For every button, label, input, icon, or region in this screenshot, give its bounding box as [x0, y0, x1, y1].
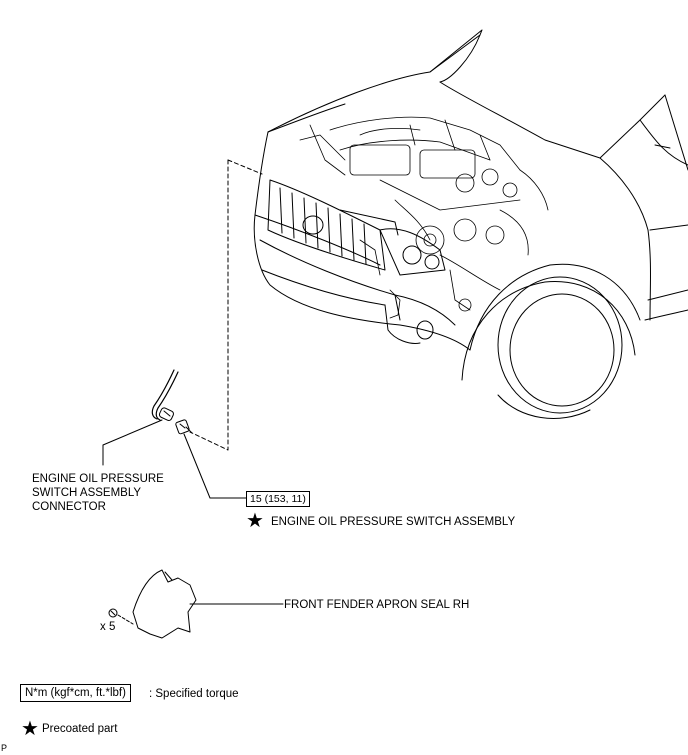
headlight-illustration: [379, 228, 446, 276]
switch-illustration: [175, 419, 193, 435]
vehicle-body-outline: [253, 94, 688, 351]
legend-star-icon: ★: [21, 718, 39, 740]
dashed-reference-line: [189, 159, 229, 451]
apron-seal-illustration: [132, 569, 197, 639]
connector-illustration: [151, 369, 179, 422]
grille-illustration: [267, 179, 399, 271]
wheel-illustration: [461, 263, 641, 419]
bumper-illustration: [259, 239, 456, 344]
connector-label-line1: ENGINE OIL PRESSURE: [32, 473, 164, 485]
connector-label-line2: SWITCH ASSEMBLY: [32, 487, 142, 499]
torque-unit-legend: N*m (kgf*cm, ft.*lbf): [20, 684, 131, 702]
apron-seal-label: FRONT FENDER APRON SEAL RH: [284, 599, 470, 611]
engine-illustration: [299, 116, 549, 319]
precoated-star-icon: ★: [246, 510, 264, 532]
connector-leader-line: [102, 419, 163, 466]
hood-illustration: [267, 29, 601, 159]
precoated-legend-desc: Precoated part: [42, 723, 118, 735]
corner-mark: P: [1, 743, 8, 753]
clip-illustration: [108, 608, 134, 625]
torque-legend-desc: : Specified torque: [149, 688, 239, 700]
torque-value-box: 15 (153, 11): [246, 491, 310, 507]
switch-leader-line: [183, 433, 247, 499]
quantity-label: x 5: [100, 621, 116, 633]
connector-label-line3: CONNECTOR: [32, 501, 106, 513]
switch-assembly-label: ENGINE OIL PRESSURE SWITCH ASSEMBLY: [271, 516, 516, 528]
